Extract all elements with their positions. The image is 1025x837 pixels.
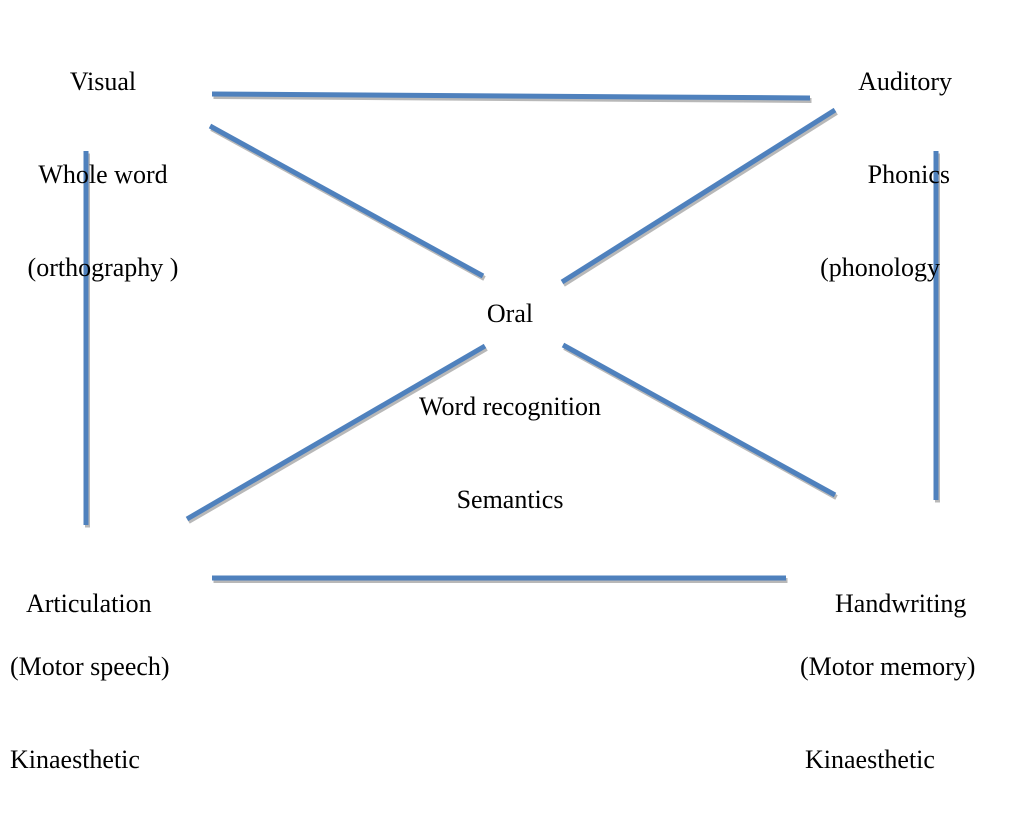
node-articulation-line-1: Articulation bbox=[26, 589, 152, 618]
node-visual-line-2: Whole word bbox=[38, 160, 168, 189]
node-handwriting-sub-line-2: Kinaesthetic bbox=[805, 745, 935, 774]
node-oral: Oral Word recognition Semantics bbox=[380, 236, 640, 577]
node-handwriting: Handwriting bbox=[835, 526, 966, 681]
edge-visual-auditory bbox=[211, 91, 811, 101]
node-visual-line-1: Visual bbox=[69, 67, 137, 96]
node-articulation: Articulation bbox=[26, 526, 152, 681]
node-handwriting-sub-line-1: (Motor memory) bbox=[800, 652, 976, 681]
node-articulation-sub-line-2: Kinaesthetic bbox=[10, 745, 140, 774]
node-auditory-line-1: Auditory bbox=[858, 67, 952, 96]
edge-shadow-oral-articulation bbox=[187, 346, 488, 524]
node-oral-line-1: Oral bbox=[486, 299, 534, 328]
edge-oral-articulation bbox=[185, 343, 487, 522]
node-auditory: Auditory Phonics (phonology bbox=[780, 4, 952, 345]
node-auditory-line-3: (phonology bbox=[820, 253, 940, 282]
node-visual: Visual Whole word (orthography ) bbox=[8, 4, 198, 345]
node-visual-line-3: (orthography ) bbox=[27, 253, 179, 282]
edge-auditory-oral bbox=[560, 107, 837, 285]
node-auditory-line-2: Phonics bbox=[867, 160, 950, 189]
edges-layer bbox=[83, 91, 940, 583]
diagram-canvas: Visual Whole word (orthography ) Auditor… bbox=[8, 4, 975, 774]
node-articulation-sub: (Motor speech) Kinaesthetic bbox=[10, 589, 170, 837]
node-handwriting-line-1: Handwriting bbox=[835, 589, 967, 618]
node-articulation-sub-line-1: (Motor speech) bbox=[10, 652, 170, 681]
node-oral-line-2: Word recognition bbox=[418, 392, 602, 421]
node-oral-line-3: Semantics bbox=[456, 485, 564, 514]
edge-oral-handwriting bbox=[561, 342, 837, 498]
node-handwriting-sub: (Motor memory) Kinaesthetic bbox=[800, 589, 975, 837]
edge-shadow-auditory-oral bbox=[562, 110, 838, 287]
edge-visual-oral bbox=[208, 123, 485, 279]
